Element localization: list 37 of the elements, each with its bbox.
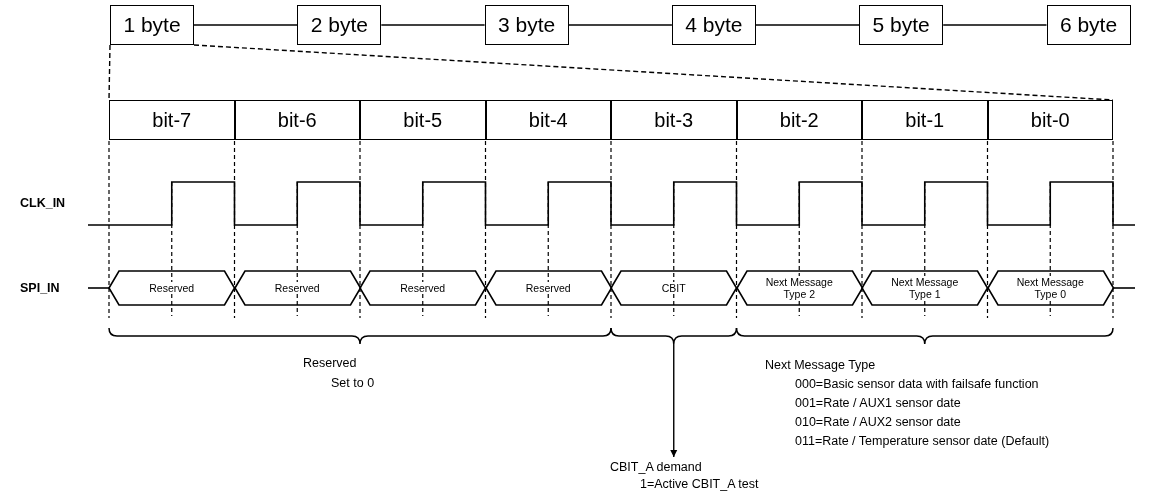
byte-box: 4 byte (671, 5, 756, 45)
value-description: 011=Rate / Temperature sensor date (Default) (795, 434, 1050, 449)
byte-box: 6 byte (1046, 5, 1131, 45)
byte-box: 1 byte (110, 5, 194, 45)
signal-name: SPI_IN (20, 281, 60, 296)
connector-line (755, 24, 860, 26)
dashed-connector (108, 44, 111, 101)
field-value: Set to 0 (331, 376, 375, 391)
segment-label: Reserved (400, 282, 446, 294)
bit-box: bit-6 (234, 100, 360, 140)
connector-line (942, 24, 1048, 26)
segment-label: CBIT (661, 282, 686, 294)
signal-name: CLK_IN (20, 196, 66, 211)
byte-box: 5 byte (859, 5, 944, 45)
bit-box: bit-0 (987, 100, 1113, 140)
segment-label: Reserved (274, 282, 320, 294)
note-heading: CBIT_A demand (610, 459, 703, 476)
connector-line (567, 24, 673, 26)
connector-line (380, 24, 486, 26)
field-name: Next Message Type (765, 358, 876, 373)
note-text: 1=Active CBIT_A test (639, 476, 759, 493)
bit-box: bit-3 (611, 100, 737, 140)
value-description: 000=Basic sensor data with failsafe function (795, 377, 1039, 392)
arrow (670, 343, 678, 458)
bit-box: bit-1 (862, 100, 988, 140)
bit-box: bit-2 (736, 100, 862, 140)
segment-label: Reserved (525, 282, 571, 294)
connector-line (193, 24, 298, 26)
value-description: 001=Rate / AUX1 sensor date (795, 396, 961, 411)
value-description: 010=Rate / AUX2 sensor date (795, 415, 961, 430)
bit-box: bit-4 (485, 100, 611, 140)
bit-box: bit-5 (360, 100, 486, 140)
byte-box: 3 byte (484, 5, 569, 45)
bit-box: bit-7 (109, 100, 235, 140)
segment-label: Reserved (149, 282, 195, 294)
byte-box: 2 byte (297, 5, 382, 45)
field-name: Reserved (303, 356, 357, 371)
